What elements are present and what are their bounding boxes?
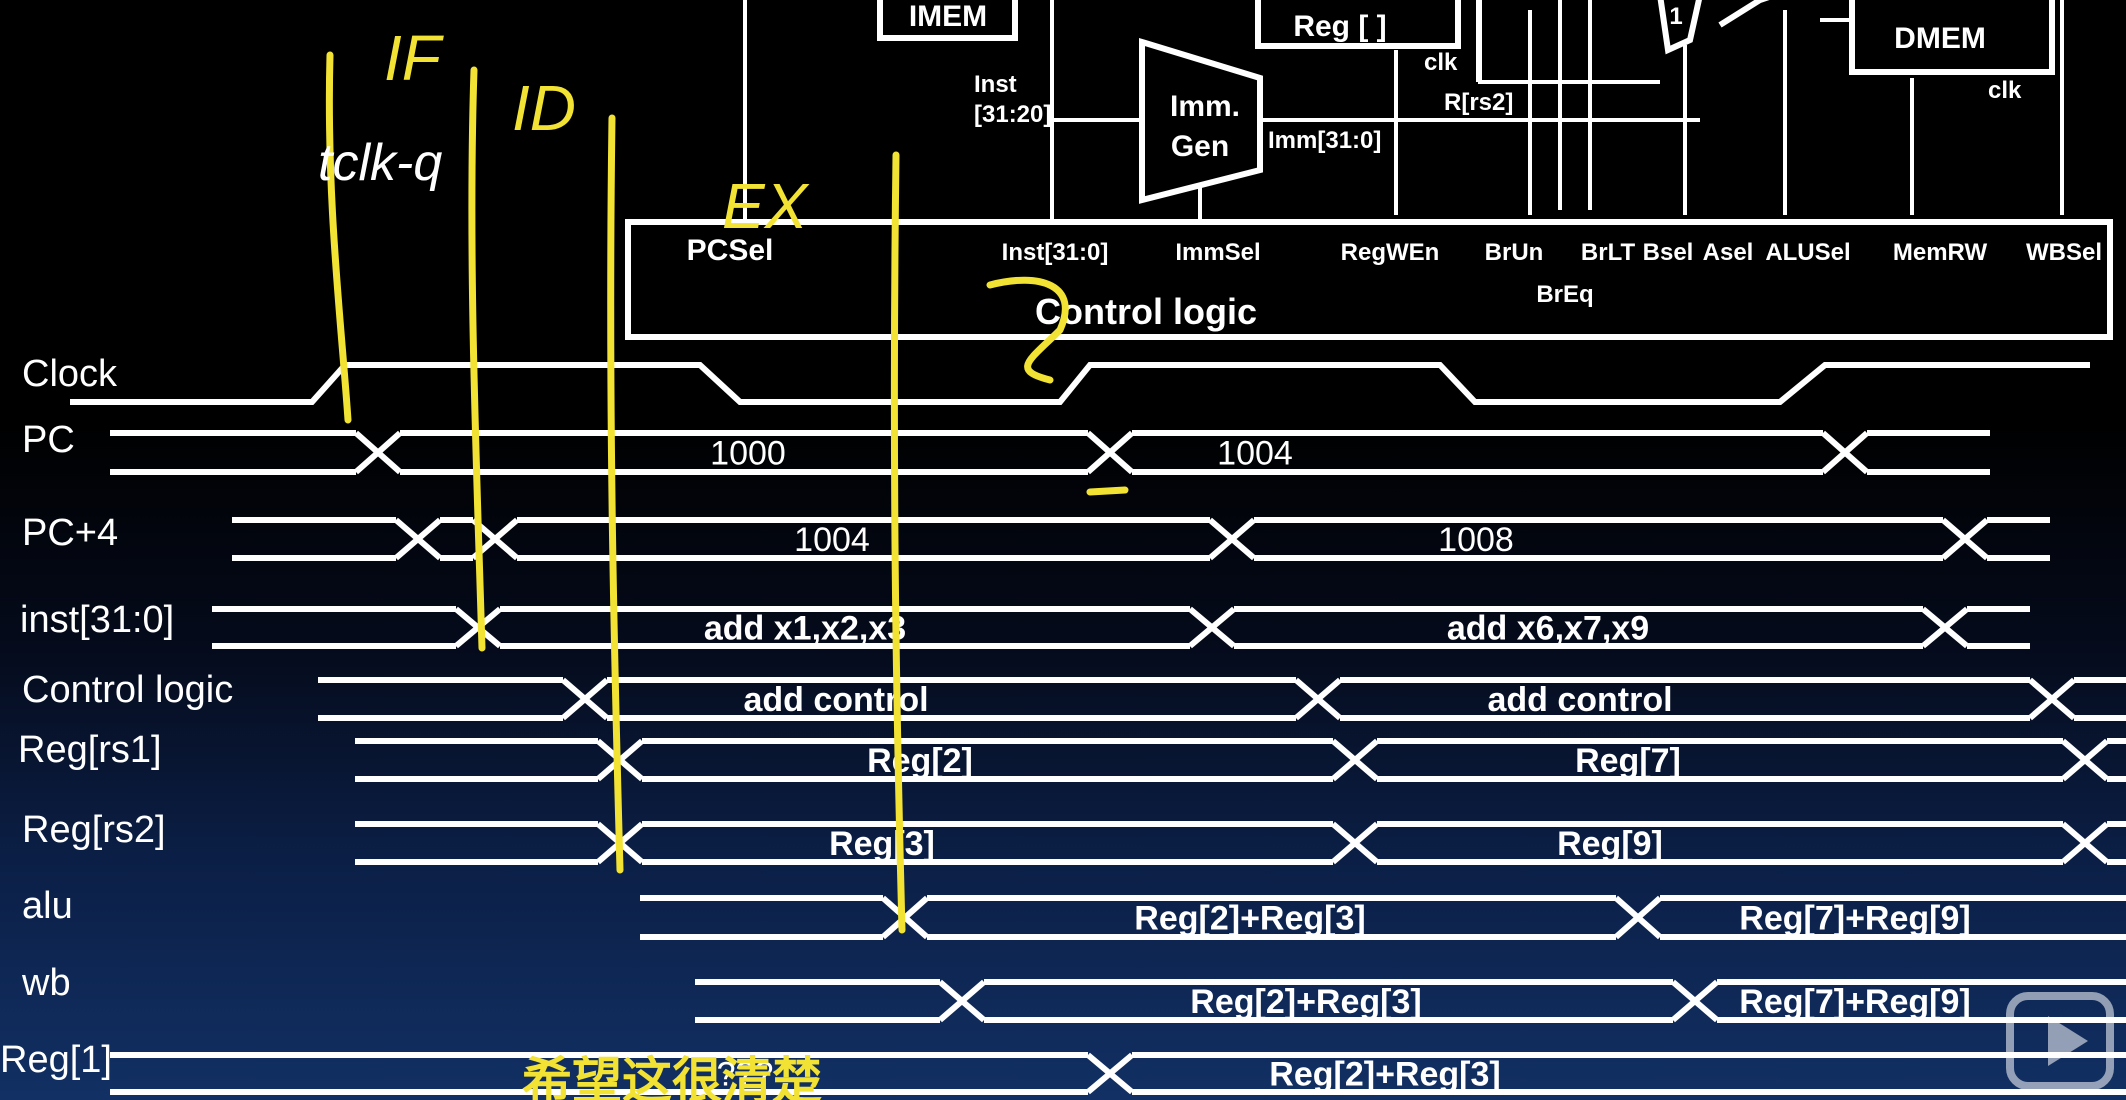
dmem-box [1849, 0, 2055, 75]
value-pc-4-1: 1008 [1438, 521, 1514, 559]
register-file-label: Reg [ ] [1293, 10, 1386, 43]
id-label: ID [512, 72, 576, 144]
register-file-box [1255, 0, 1461, 49]
value-inst-31-0-0: add x1,x2,x3 [704, 610, 906, 648]
ink-dash [1086, 486, 1129, 496]
control-signal-0: PCSel [687, 234, 774, 267]
value-pc-4-0: 1004 [794, 521, 870, 559]
breq-label: BrEq [1536, 281, 1593, 308]
control-logic-title: Control logic [1035, 291, 1257, 332]
control-signal-8: ALUSel [1765, 239, 1850, 266]
ink-line-3 [607, 114, 624, 874]
control-signal-1: Inst[31:0] [1002, 239, 1109, 266]
signal-label-pc-4: PC+4 [22, 512, 118, 554]
signal-label-inst-31-0: inst[31:0] [20, 599, 174, 641]
imm-gen-label-2: Gen [1171, 130, 1229, 163]
datapath-wires [743, 0, 2064, 222]
control-signal-3: RegWEn [1341, 239, 1440, 266]
value-alu-0: Reg[2]+Reg[3] [1134, 900, 1365, 938]
value-pc-1: 1004 [1217, 435, 1293, 473]
value-reg-rs1-0: Reg[2] [867, 742, 973, 780]
control-signal-7: Asel [1703, 239, 1754, 266]
imm-gen-box [1139, 37, 1263, 204]
clock-waveform [70, 362, 2090, 405]
inst-slice-label-1: Inst [974, 71, 1017, 98]
mux-label: 1 [1669, 3, 1682, 30]
control-signal-2: ImmSel [1175, 239, 1260, 266]
bus-pc-4 [232, 517, 2050, 561]
imem-label: IMEM [909, 0, 987, 33]
control-logic-box [625, 219, 2113, 340]
bus-pc [110, 430, 1990, 475]
value-control-logic-1: add control [1487, 681, 1672, 719]
signal-label-reg-rs1: Reg[rs1] [18, 729, 162, 771]
value-wb-1: Reg[7]+Reg[9] [1739, 983, 1970, 1021]
value-reg-1-1: Reg[2]+Reg[3] [1269, 1056, 1500, 1094]
clk-label-dmem: clk [1988, 77, 2022, 104]
value-reg-1-0: ??? [717, 1056, 774, 1094]
value-reg-rs2-0: Reg[3] [829, 825, 935, 863]
bus-wb [695, 979, 2126, 1023]
signal-label-reg-1: Reg[1] [0, 1039, 112, 1081]
control-signal-4: BrUn [1485, 239, 1544, 266]
signal-label-wb: wb [21, 962, 71, 1004]
bus-control-logic [318, 677, 2126, 721]
bus-reg-1 [110, 1052, 2126, 1095]
control-signal-10: WBSel [2026, 239, 2102, 266]
value-reg-rs2-1: Reg[9] [1557, 825, 1663, 863]
r-rs2-label: R[rs2] [1444, 89, 1513, 116]
signal-label-control-logic: Control logic [22, 669, 233, 711]
alu-shape [1718, 0, 1770, 28]
mux-shape [1657, 0, 1702, 55]
tclk-q-label: tclk-q [318, 134, 442, 192]
signal-label-reg-rs2: Reg[rs2] [22, 809, 166, 851]
signal-label-clock: Clock [22, 353, 118, 395]
value-inst-31-0-1: add x6,x7,x9 [1447, 610, 1649, 648]
play-icon[interactable] [2006, 992, 2114, 1090]
value-alu-1: Reg[7]+Reg[9] [1739, 900, 1970, 938]
imm-gen-label-1: Imm. [1170, 90, 1240, 123]
if-label: IF [384, 22, 445, 94]
signal-label-pc: PC [22, 419, 75, 461]
dmem-label: DMEM [1894, 22, 1986, 55]
control-signal-6: Bsel [1643, 239, 1694, 266]
clk-label-reg: clk [1424, 49, 1458, 76]
ex-label: EX [722, 170, 810, 242]
handwritten-annotations: IF ID EX tclk-q [318, 22, 1129, 934]
control-signal-5: BrLT [1581, 239, 1636, 266]
signal-label-alu: alu [22, 885, 73, 927]
control-signal-9: MemRW [1893, 239, 1988, 266]
value-control-logic-0: add control [743, 681, 928, 719]
ink-line-2 [468, 66, 486, 652]
inst-slice-label-2: [31:20] [974, 101, 1051, 128]
ink-tsetup-scribble [986, 276, 1069, 384]
imem-box [877, 0, 1018, 41]
imm-out-label: Imm[31:0] [1268, 127, 1381, 154]
ink-line-1 [325, 51, 352, 424]
value-wb-0: Reg[2]+Reg[3] [1190, 983, 1421, 1021]
value-reg-rs1-1: Reg[7] [1575, 742, 1681, 780]
datapath: IMEM Reg [ ] DMEM 1 Imm. Gen [625, 0, 2113, 340]
value-pc-0: 1000 [710, 435, 786, 473]
ink-line-4 [890, 151, 906, 934]
control-signal-labels: PCSel Inst[31:0] ImmSel RegWEn BrUn BrLT Bsel A… [687, 234, 2102, 267]
subtitle: 希望这很清楚 [522, 1053, 822, 1100]
